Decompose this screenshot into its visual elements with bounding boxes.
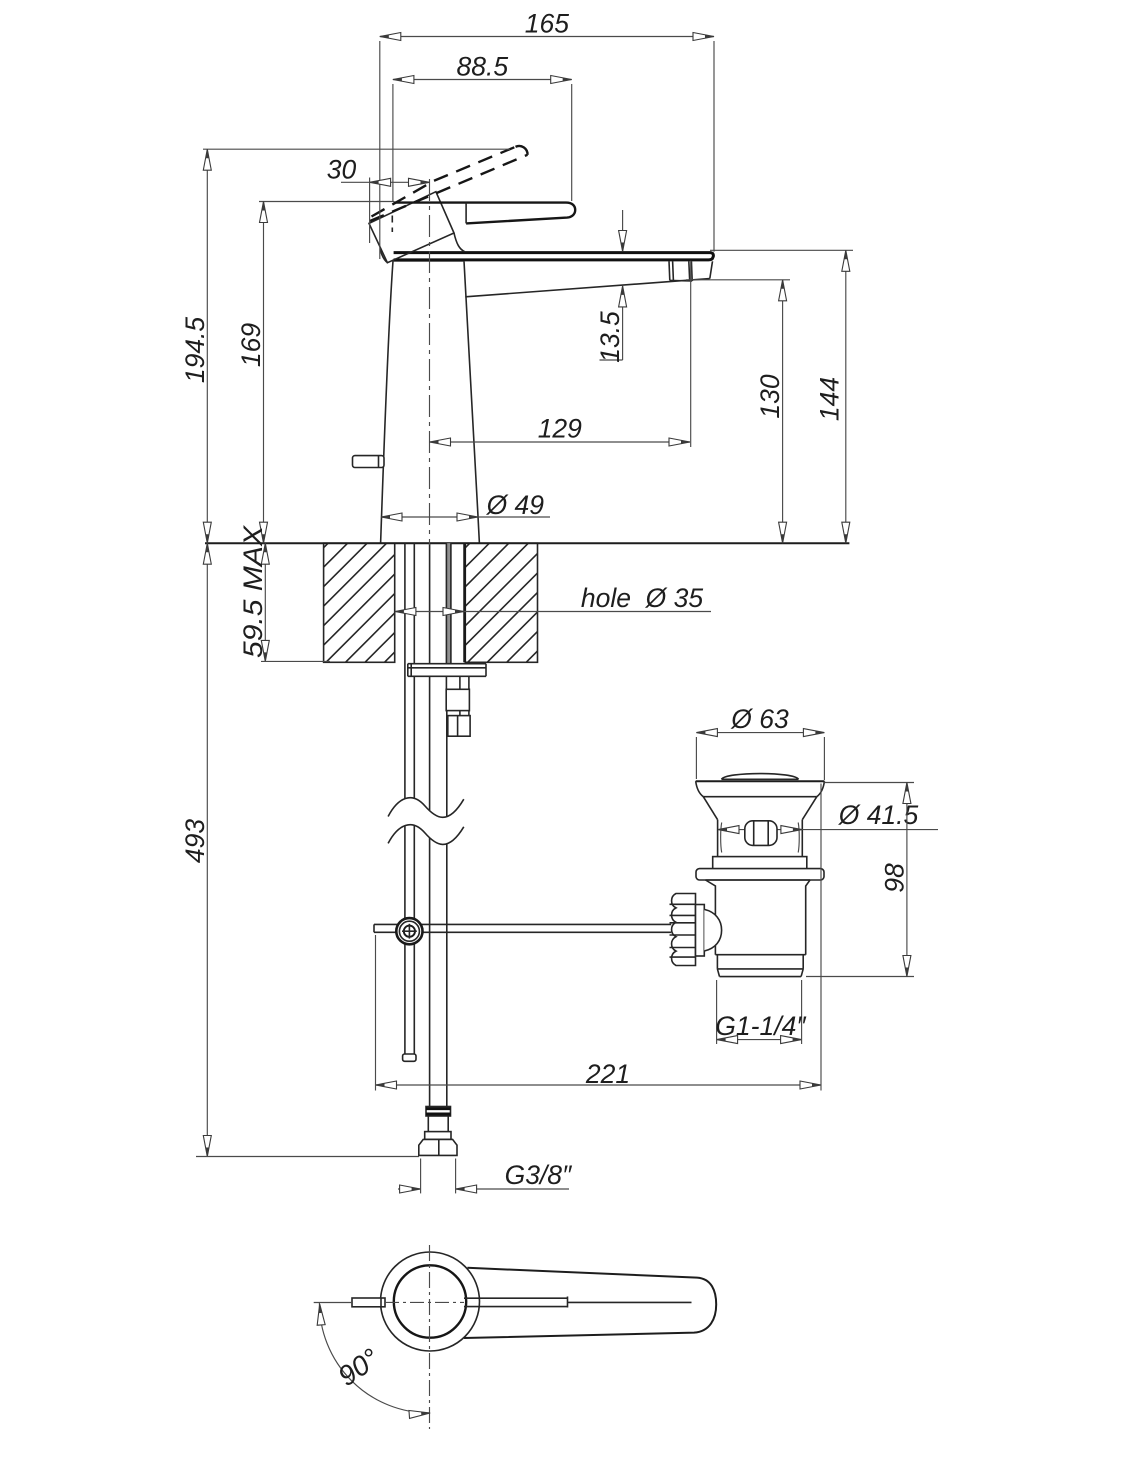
svg-text:169: 169	[236, 323, 266, 367]
svg-text:144: 144	[815, 377, 845, 421]
svg-text:165: 165	[525, 9, 569, 39]
svg-text:30: 30	[327, 155, 357, 185]
svg-text:G1-1/4″: G1-1/4″	[715, 1011, 807, 1041]
svg-text:130: 130	[755, 374, 785, 418]
svg-text:Ø 49: Ø 49	[486, 490, 545, 520]
svg-text:G3/8″: G3/8″	[505, 1160, 573, 1190]
svg-text:hole Ø 35: hole Ø 35	[581, 583, 704, 613]
svg-text:13.5: 13.5	[595, 311, 625, 363]
svg-text:98: 98	[879, 863, 909, 893]
svg-text:221: 221	[585, 1059, 630, 1089]
svg-text:Ø 41.5: Ø 41.5	[838, 800, 919, 830]
svg-text:493: 493	[180, 819, 210, 863]
svg-text:Ø 63: Ø 63	[730, 704, 789, 734]
svg-text:194.5: 194.5	[180, 317, 210, 384]
svg-text:88.5: 88.5	[457, 52, 509, 82]
svg-text:59.5 MAX: 59.5 MAX	[238, 525, 268, 658]
svg-text:129: 129	[538, 414, 582, 444]
